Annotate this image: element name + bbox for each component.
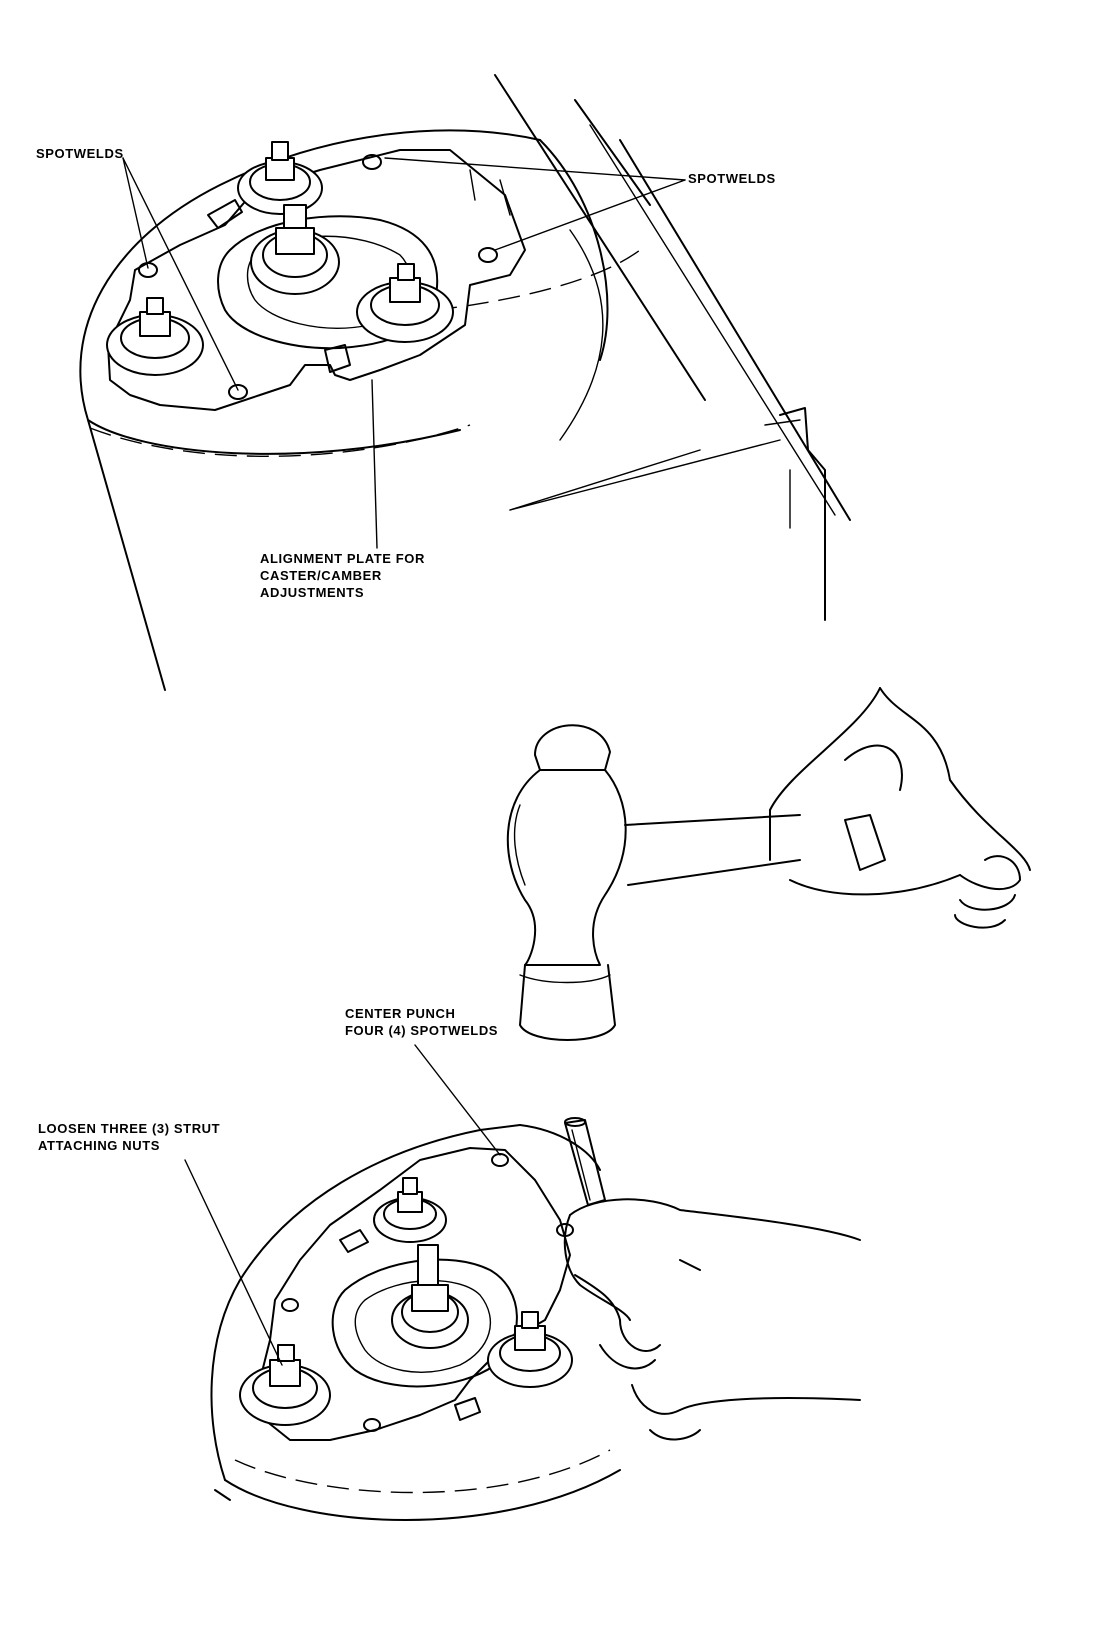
top-strut-tower (79, 74, 851, 691)
label-center-punch: CENTER PUNCH FOUR (4) SPOTWELDS (345, 1006, 499, 1038)
hand-holding-punch (563, 1198, 861, 1441)
top-spotweld-3 (362, 154, 382, 170)
top-strut-nuts (106, 141, 454, 376)
top-alignment-plate (107, 149, 526, 411)
bottom-strut-tower (210, 1124, 621, 1521)
label-alignment-plate: ALIGNMENT PLATE FOR CASTER/CAMBER ADJUST… (260, 551, 425, 600)
bottom-spotweld-2 (281, 1298, 299, 1312)
label-top-spotwelds-left: SPOTWELDS (36, 146, 124, 161)
center-punch-icon (564, 1117, 606, 1206)
ball-peen-hammer-icon (506, 724, 801, 1041)
bottom-leader-lines (184, 1044, 501, 1366)
bottom-spotweld-3 (363, 1418, 381, 1432)
top-spotweld-4 (478, 247, 498, 263)
label-loosen-nuts: LOOSEN THREE (3) STRUT ATTACHING NUTS (38, 1121, 221, 1153)
top-leader-lines (122, 157, 686, 549)
bottom-spotweld-1 (491, 1153, 509, 1167)
bottom-strut-nuts (239, 1177, 573, 1426)
top-spotweld-1 (138, 262, 158, 278)
label-top-spotwelds-right: SPOTWELDS (688, 171, 776, 186)
top-spotweld-2 (228, 384, 248, 400)
hand-holding-hammer (769, 687, 1031, 929)
